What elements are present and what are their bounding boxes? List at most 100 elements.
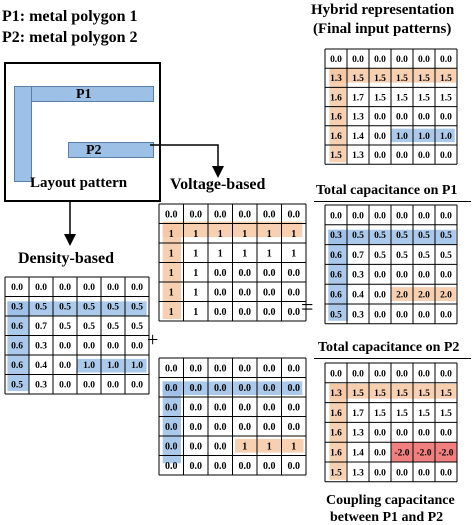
p1-vertical-bar <box>14 86 32 182</box>
grid-cell-value: 1 <box>291 441 296 452</box>
grid-cell-value: 0.0 <box>263 422 276 433</box>
grid-cell-value: 0.0 <box>374 449 386 459</box>
grid-cell-value: 0.0 <box>263 402 276 413</box>
hybrid-title-2: (Final input patterns) <box>313 21 452 37</box>
blue-highlight-band <box>328 229 349 321</box>
grid-cell-value: 1.6 <box>330 429 342 439</box>
grid-cell-value: 1 <box>193 268 198 279</box>
grid-cell-value: 0.0 <box>288 287 301 298</box>
voltage-p2-svg: 0.0 0.0 0.0 0.0 0.0 0.0 0.0 0.0 0.0 0.0 0.0 0.0 0.0 0… <box>158 357 307 476</box>
grid-cell-value: 1 <box>291 229 296 240</box>
grid-cell-value: 0.0 <box>374 55 386 65</box>
grid-cell-value: 0.3 <box>330 231 342 241</box>
grid-cell-value: 1.7 <box>352 93 364 103</box>
grid-cell-value: 0.0 <box>239 287 252 298</box>
legend-p2: P2: metal polygon 2 <box>2 29 138 46</box>
grid-cell-value: 0.3 <box>11 303 23 313</box>
layout-caption: Layout pattern <box>30 175 128 191</box>
grid-cell-value: 1.6 <box>330 132 342 142</box>
voltage-title: Voltage-based <box>170 176 266 193</box>
grid-cell-value: 0.0 <box>374 113 386 123</box>
grid-cell-value: 0.0 <box>239 307 252 318</box>
grid-cell-value: 1 <box>169 248 174 259</box>
grid-cell-value: 1 <box>242 229 247 240</box>
grid-cell-value: 0.0 <box>165 383 178 394</box>
voltage-grid-p2: 0.0 0.0 0.0 0.0 0.0 0.0 0.0 0.0 0.0 0.0 0.0 0.0 0.0 0… <box>158 357 307 476</box>
total-p2-title: Total capacitance on P2 <box>318 340 460 355</box>
grid-cell-value: 0.0 <box>214 268 227 279</box>
grid-cell-value: 0.0 <box>263 461 276 472</box>
grid-cell-value: 1 <box>267 229 272 240</box>
grid-cell-value: 1 <box>291 248 296 259</box>
orange-highlight-band <box>329 383 456 399</box>
grid-cell-value: 0.0 <box>288 268 301 279</box>
orange-highlight-band <box>162 224 182 320</box>
grid-cell-value: 1.4 <box>352 449 364 459</box>
grid-cell-value: 0.0 <box>374 468 386 478</box>
coupling-title-1: Coupling capacitance <box>326 493 455 508</box>
grid-cell-value: 0.0 <box>418 369 430 379</box>
grid-cell-value: 0.5 <box>374 231 386 241</box>
grid-cell-value: 0.5 <box>59 322 71 332</box>
grid-cell-value: 0.0 <box>214 287 227 298</box>
grid-cell-value: 0.0 <box>330 55 342 65</box>
grid-cell-value: 0.0 <box>440 211 452 221</box>
grid-cell-value: 1.5 <box>330 151 342 161</box>
grid-cell-value: 0.0 <box>59 381 71 391</box>
grid-cell-value: 1.5 <box>374 93 386 103</box>
grid-cell-value: 0.0 <box>396 468 408 478</box>
grid-cell-value: 1.0 <box>418 132 430 142</box>
divider-2 <box>314 358 471 359</box>
grid-cell-value: 0.0 <box>352 55 364 65</box>
grid-cell-value: 2.0 <box>418 291 430 301</box>
grid-cell-value: 0.6 <box>330 291 342 301</box>
grid-cell-value: 0.5 <box>107 303 119 313</box>
grid-cell-value: 0.0 <box>214 363 227 374</box>
grid-cell-value: 0.0 <box>239 363 252 374</box>
grid-cell-value: 1.6 <box>330 113 342 123</box>
orange-highlight-band <box>329 68 456 83</box>
grid-cell-value: 0.5 <box>330 310 342 320</box>
grid-cell-value: 0.0 <box>352 369 364 379</box>
grid-cell-value: 0.5 <box>107 322 119 332</box>
grid-cell-value: -2.0 <box>394 449 409 459</box>
grid-cell-value: 0.0 <box>190 441 203 452</box>
grid-cell-value: 0.5 <box>131 322 143 332</box>
grid-cell-value: 0.0 <box>440 271 452 281</box>
grid-cell-value: 0.0 <box>165 461 178 472</box>
grid-cell-value: 1.5 <box>418 74 430 84</box>
grid-cell-value: 0.0 <box>165 402 178 413</box>
grid-cell-value: 0.0 <box>396 151 408 161</box>
grid-cell-value: 0.0 <box>440 151 452 161</box>
blue-highlight-band <box>7 301 30 392</box>
grid-cell-value: 0.5 <box>83 322 95 332</box>
grid-cell-value: 0.0 <box>239 461 252 472</box>
grid-cell-value: 0.0 <box>374 291 386 301</box>
grid-cell-value: 0.0 <box>440 468 452 478</box>
grid-cell-value: 0.0 <box>165 422 178 433</box>
orange-highlight-band <box>234 438 304 453</box>
grid-cell-value: 0.0 <box>107 283 119 293</box>
grid-cell-value: 0.5 <box>11 381 23 391</box>
grid-cell-value: 1.5 <box>396 409 408 419</box>
grid-cell-value: 0.0 <box>288 307 301 318</box>
grid-cell-value: 0.0 <box>440 55 452 65</box>
grid-cell-value: 0.3 <box>35 381 47 391</box>
grid-cell-value: 0.7 <box>352 251 364 261</box>
grid-cell-value: 0.0 <box>288 461 301 472</box>
grid-cell-value: 0.5 <box>418 231 430 241</box>
grid-cell-value: 0.0 <box>374 369 386 379</box>
grid-cell-value: 0.0 <box>374 310 386 320</box>
grid-cell-value: 0.0 <box>440 113 452 123</box>
grid-cell-value: 0.0 <box>83 342 95 352</box>
grid-cell-value: 1.3 <box>330 74 342 84</box>
grid-cell-value: 0.0 <box>263 363 276 374</box>
grid-cell-value: 0.5 <box>396 231 408 241</box>
grid-cell-value: 1.5 <box>396 93 408 103</box>
grid-cell-value: 0.0 <box>165 441 178 452</box>
